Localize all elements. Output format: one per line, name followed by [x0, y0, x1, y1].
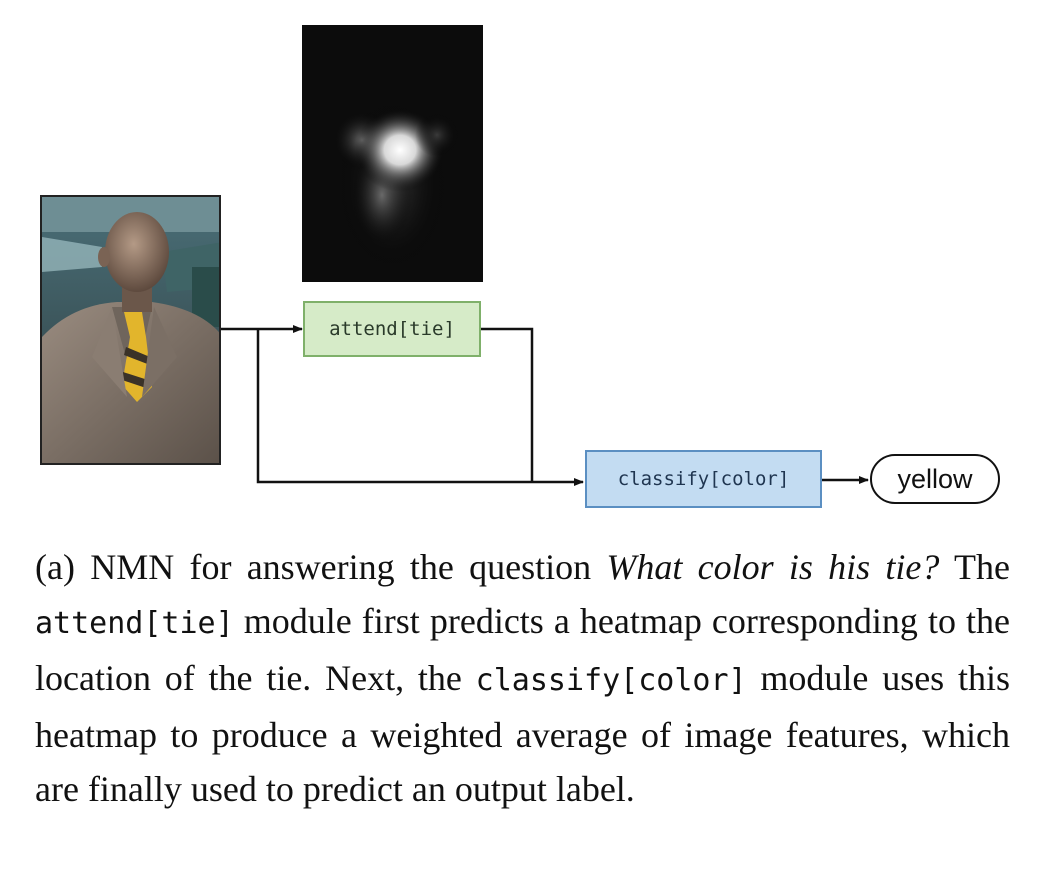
attention-heatmap: [302, 25, 483, 282]
attend-module: attend[tie]: [303, 301, 481, 357]
statue-photo-illustration: [42, 197, 219, 463]
caption-text-2: module first predicts a heatmap correspo…: [35, 601, 1010, 698]
figure-caption: (a) NMN for answering the question What …: [35, 540, 1010, 816]
caption-text-3: module uses this heatmap to produce a we…: [35, 658, 1010, 809]
arrow-attend-to-classify: [481, 327, 534, 482]
classify-module-label: classify[color]: [617, 468, 790, 490]
caption-code-classify: classify[color]: [475, 663, 747, 698]
heatmap-illustration: [302, 25, 483, 282]
caption-text-1: The: [939, 547, 1010, 587]
arrow-image-to-classify: [256, 329, 584, 486]
caption-code-attend: attend[tie]: [35, 606, 234, 641]
output-label-text: yellow: [897, 463, 973, 494]
output-label-node: yellow: [870, 454, 1000, 504]
input-image: [40, 195, 221, 465]
attend-module-label: attend[tie]: [329, 318, 455, 340]
caption-prefix: (a) NMN for answering the question: [35, 547, 607, 587]
caption-question: What color is his tie?: [606, 547, 940, 587]
classify-module: classify[color]: [585, 450, 822, 508]
connector-arrows: [221, 325, 869, 486]
